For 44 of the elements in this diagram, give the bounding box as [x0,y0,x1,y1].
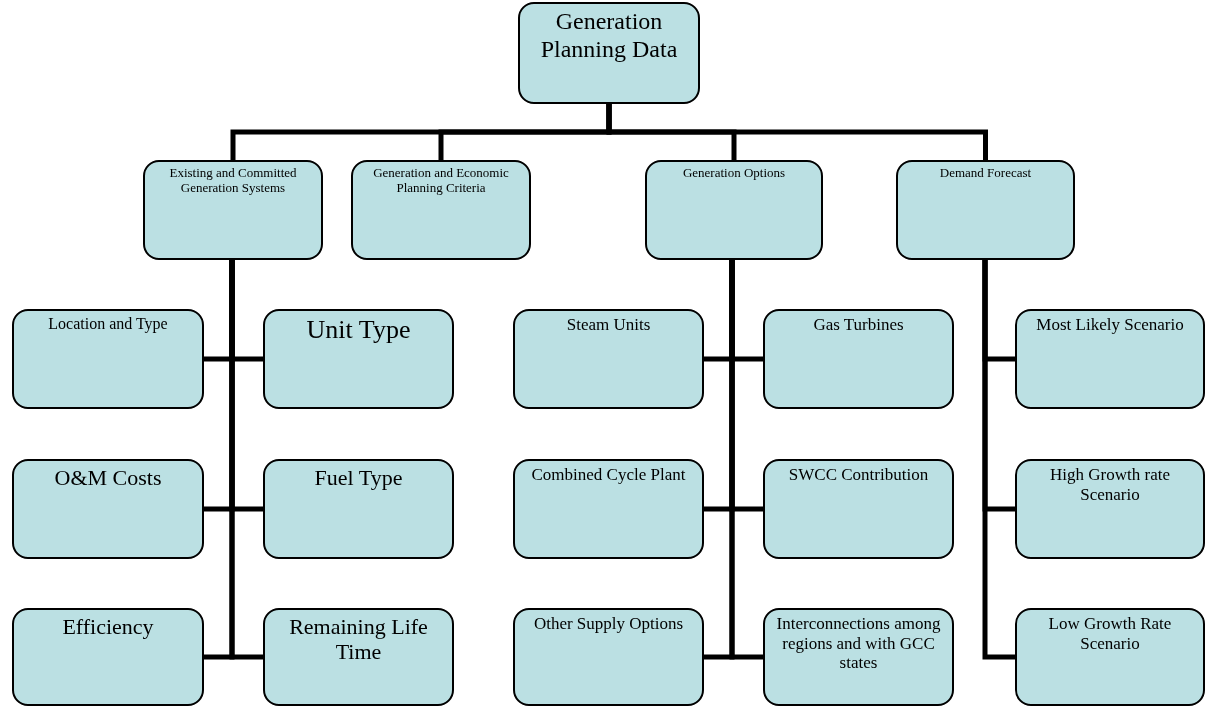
node-box [351,160,531,260]
node-label: Unit Type [305,315,412,345]
node-label: Other Supply Options [532,614,685,634]
node-label: Combined Cycle Plant [530,465,687,485]
node-box [513,459,704,559]
node-box [12,459,204,559]
node-label: Generation Options [681,166,787,181]
connector-line [982,260,1015,660]
node-label: Interconnections among regions and with GCC states [775,614,942,673]
node-box [763,608,954,706]
node-label: Generation and Economic Planning Criteria [372,166,510,196]
node-label: Low Growth Rate Scenario [1047,614,1173,654]
node-label: Steam Units [565,315,652,335]
node-box [263,309,454,409]
node-box [263,459,454,559]
node-box [513,309,704,409]
node-label: Most Likely Scenario [1035,315,1185,335]
node-box [513,608,704,706]
node-box [143,160,323,260]
node-box [763,309,954,409]
node-box [1015,608,1205,706]
node-box [12,608,204,706]
node-label: Fuel Type [313,465,404,491]
connector-line [606,104,988,160]
node-label: Efficiency [61,614,155,640]
node-box [263,608,454,706]
node-label: Location and Type [47,315,169,334]
node-box [1015,309,1205,409]
node-label: Gas Turbines [812,315,905,335]
node-box [645,160,823,260]
node-box [1015,459,1205,559]
connector-line [729,260,763,660]
node-label: Remaining Life Time [288,614,429,665]
node-label: O&M Costs [53,465,163,491]
connector-line [229,260,263,660]
node-label: Demand Forecast [938,166,1033,181]
node-label: High Growth rate Scenario [1049,465,1171,505]
node-label: SWCC Contribution [787,465,930,485]
node-box [518,2,700,104]
node-label: Generation Planning Data [539,8,679,64]
node-box [763,459,954,559]
node-box [896,160,1075,260]
node-label: Existing and Committed Generation Systems [168,166,298,196]
node-box [12,309,204,409]
